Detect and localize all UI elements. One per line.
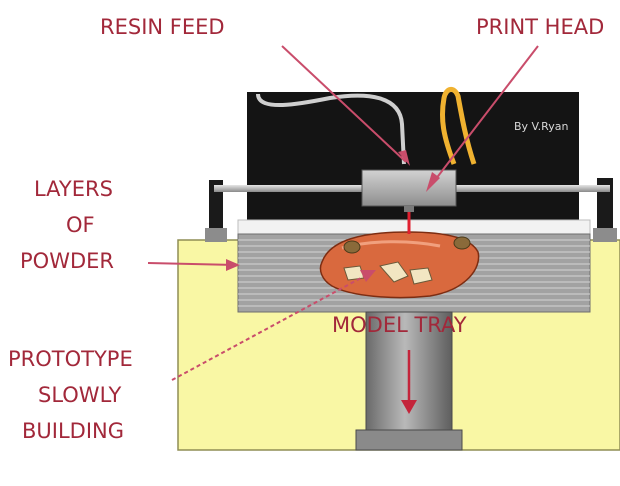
- powder-arrowhead: [226, 259, 240, 271]
- label-prototype: PROTOTYPE: [8, 347, 133, 371]
- resin-feed-leader: [281, 45, 407, 163]
- resin-feed-arrowhead: [398, 150, 410, 166]
- left-post: [209, 180, 223, 242]
- label-layers: LAYERS: [34, 177, 113, 201]
- label-of: OF: [66, 213, 95, 237]
- credit-text: By V.Ryan: [514, 120, 568, 133]
- print-head-leader: [431, 45, 539, 185]
- left-post-foot: [205, 228, 227, 242]
- label-print-head: PRINT HEAD: [476, 15, 604, 39]
- label-slowly: SLOWLY: [38, 383, 121, 407]
- right-post-foot: [593, 228, 617, 242]
- print-head: [361, 169, 457, 207]
- label-resin-feed: RESIN FEED: [100, 15, 225, 39]
- label-building: BUILDING: [22, 419, 124, 443]
- prototype-model: [319, 231, 480, 299]
- prototype-arrowhead: [360, 270, 376, 282]
- print-nozzle: [404, 206, 414, 212]
- piston-foot: [355, 429, 463, 451]
- arrow-down-icon: [401, 350, 417, 414]
- resin-tube-yellow: [439, 87, 477, 165]
- right-post: [597, 178, 613, 240]
- resin-tube-grey: [256, 93, 406, 165]
- print-head-arrowhead: [426, 172, 440, 192]
- label-powder: POWDER: [20, 249, 114, 273]
- label-model-tray: MODEL TRAY: [332, 313, 467, 337]
- prototype-leader: [171, 271, 373, 381]
- powder-leader: [147, 262, 237, 266]
